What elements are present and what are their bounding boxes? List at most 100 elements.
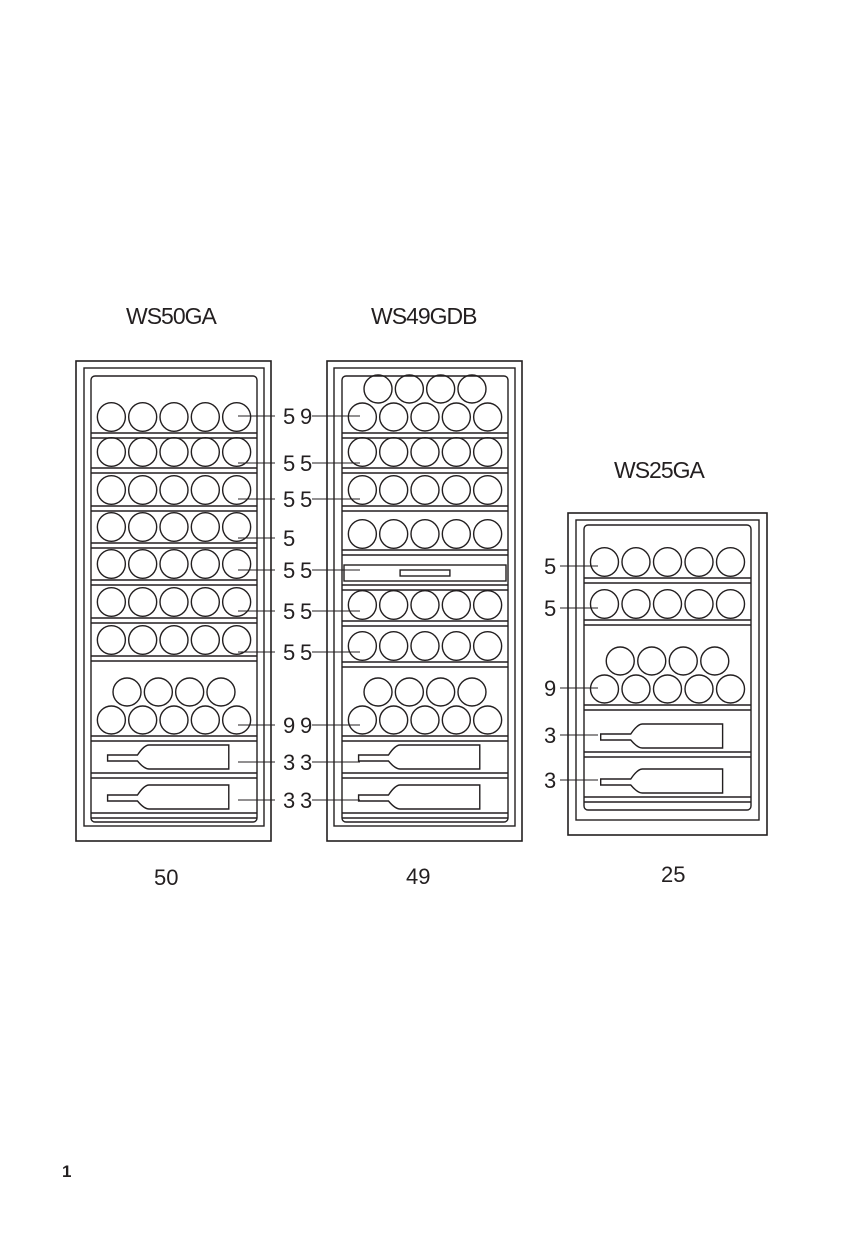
shelf-count-label: 9 <box>300 404 312 429</box>
shelf-lying <box>91 744 257 779</box>
shelf-count-label: 3 <box>300 750 312 775</box>
bottle-end <box>347 590 378 620</box>
bottle-end <box>127 587 158 617</box>
bottle-end <box>127 437 158 467</box>
bottle-end <box>441 590 472 620</box>
bottle-end <box>425 677 456 707</box>
bottle-end <box>190 402 221 432</box>
cabinet-title-ws50ga: WS50GA <box>126 303 217 329</box>
bottle-end <box>457 677 487 707</box>
lying-bottle <box>600 768 724 794</box>
lying-bottle <box>106 744 230 770</box>
bottle-end <box>410 475 440 505</box>
bottle-end <box>441 631 472 661</box>
bottle-end <box>190 705 221 735</box>
bottle-end <box>378 519 409 549</box>
total-ws25ga: 25 <box>661 862 686 887</box>
bottle-end <box>190 587 221 617</box>
lying-bottle <box>600 723 724 749</box>
bottle-end <box>363 374 393 404</box>
bottle-end <box>127 625 158 655</box>
shelf-count-label: 5 <box>283 558 295 583</box>
shelf-bottles <box>91 402 257 439</box>
cabinet-title-ws49gdb: WS49GDB <box>371 303 477 329</box>
bottle-end <box>441 437 472 467</box>
shelf-count-label: 3 <box>544 723 556 748</box>
lying-bottle <box>106 784 230 810</box>
cabinet-ws49gdb <box>326 360 523 842</box>
total-ws50ga: 50 <box>154 865 179 890</box>
shelf-count-label: 5 <box>300 451 312 476</box>
shelf-count-label: 5 <box>300 640 312 665</box>
bottle-end <box>589 589 620 619</box>
bottle-end <box>221 549 252 579</box>
bottle-end <box>605 646 635 676</box>
bottle-end <box>159 549 189 579</box>
bottle-end <box>221 512 252 542</box>
shelf-bottles <box>91 475 257 512</box>
shelf-bottles <box>584 547 751 584</box>
shelf-count-label: 5 <box>544 596 556 621</box>
bottle-end <box>159 587 189 617</box>
shelf-count-label: 9 <box>283 713 295 738</box>
bottle-end <box>410 437 440 467</box>
bottle-end <box>159 475 189 505</box>
bottle-end <box>472 475 503 505</box>
bottle-end <box>96 549 127 579</box>
bottle-end <box>127 512 158 542</box>
shelf-count-label: 5 <box>283 640 295 665</box>
bottle-end <box>589 547 620 577</box>
bottle-end <box>96 512 127 542</box>
shelf-count-label: 9 <box>300 713 312 738</box>
bottle-end <box>112 677 142 707</box>
bottle-end <box>127 705 158 735</box>
shelf-bottles <box>584 589 751 626</box>
shelf-group-ws50ga <box>91 402 257 819</box>
lying-bottle <box>357 784 481 810</box>
shelf-lying <box>342 784 508 819</box>
shelf-panel <box>342 564 508 591</box>
bottle-end <box>159 625 189 655</box>
bottle-end <box>589 674 620 704</box>
shelf-lying <box>584 768 751 803</box>
bottle-end <box>221 402 252 432</box>
shelf-count-label: 5 <box>283 599 295 624</box>
shelf-group-ws49gdb <box>342 374 508 819</box>
shelf-bottles <box>342 590 508 627</box>
cabinet-ws50ga <box>75 360 272 842</box>
shelf-count-label: 9 <box>544 676 556 701</box>
bottle-end <box>206 677 236 707</box>
bottle-end <box>221 587 252 617</box>
shelf-lying <box>342 744 508 779</box>
bottle-end <box>684 589 714 619</box>
shelf-count-label: 5 <box>544 554 556 579</box>
bottle-end <box>472 705 503 735</box>
shelf-stacked <box>342 677 508 742</box>
bottle-end <box>472 402 503 432</box>
bottle-end <box>394 677 425 707</box>
bottle-end <box>127 475 158 505</box>
shelf-stacked <box>91 677 257 742</box>
shelf-count-label: 5 <box>300 558 312 583</box>
bottle-end <box>221 705 252 735</box>
control-panel <box>343 564 507 582</box>
bottle-end <box>621 589 651 619</box>
bottle-end <box>715 674 746 704</box>
bottle-end <box>652 547 683 577</box>
bottle-end <box>410 631 440 661</box>
shelf-count-label: 5 <box>283 487 295 512</box>
bottle-end <box>621 674 651 704</box>
bottle-end <box>378 631 409 661</box>
bottle-end <box>363 677 393 707</box>
bottle-end <box>96 625 127 655</box>
shelf-lying <box>91 784 257 819</box>
bottle-end <box>394 374 425 404</box>
bottle-end <box>378 402 409 432</box>
shelf-bottles <box>91 549 257 586</box>
page-number: 1 <box>62 1162 72 1181</box>
bottle-end <box>410 519 440 549</box>
shelf-count-label: 5 <box>283 526 295 551</box>
bottle-end <box>441 402 472 432</box>
bottle-end <box>96 705 127 735</box>
